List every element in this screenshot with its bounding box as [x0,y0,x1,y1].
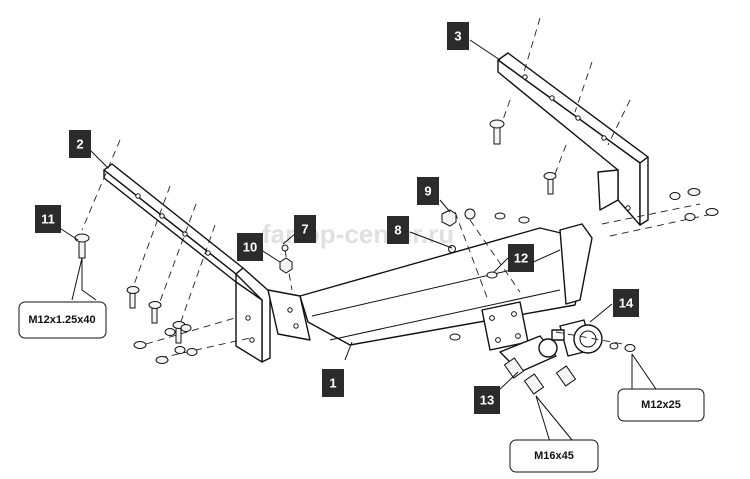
spec-box-side-bolts: M12x1.25x40 [18,301,107,339]
electrical-socket [551,319,603,357]
svg-text:M12x1.25x40: M12x1.25x40 [28,314,95,326]
right-side-bracket [497,52,649,226]
part-label-10: 10 [237,233,263,261]
part-label-2: 2 [69,130,91,158]
svg-text:11: 11 [41,212,55,227]
svg-text:3: 3 [454,29,461,44]
left-side-bracket [103,163,271,363]
svg-text:M12x25: M12x25 [641,399,681,411]
part-label-1: 1 [322,369,344,397]
part-label-9: 9 [417,177,439,205]
part-label-7: 7 [294,215,316,243]
tow-ball-mount [499,335,577,395]
spec-box-socket-bolts: M12x25 [617,388,705,422]
part-label-11: 11 [35,205,61,233]
svg-text:10: 10 [243,240,257,255]
svg-text:2: 2 [76,137,83,152]
spec-box-ball-bolts: M16x45 [509,439,599,473]
svg-text:12: 12 [514,251,528,266]
part-labels: 1 2 3 7 8 9 10 11 [35,22,639,414]
part-label-14: 14 [613,289,639,317]
callout-leaders [57,39,659,443]
part-label-3: 3 [447,22,469,50]
svg-text:9: 9 [424,184,431,199]
svg-text:7: 7 [301,222,308,237]
part-label-12: 12 [508,244,534,272]
part-label-13: 13 [474,386,500,414]
svg-text:1: 1 [329,376,336,391]
svg-text:8: 8 [394,223,401,238]
watermark: fartop-center.ru [262,219,454,249]
part-label-8: 8 [387,216,409,244]
svg-text:13: 13 [480,393,494,408]
fasteners [74,119,719,364]
svg-text:M16x45: M16x45 [534,450,574,462]
svg-text:14: 14 [619,296,634,311]
